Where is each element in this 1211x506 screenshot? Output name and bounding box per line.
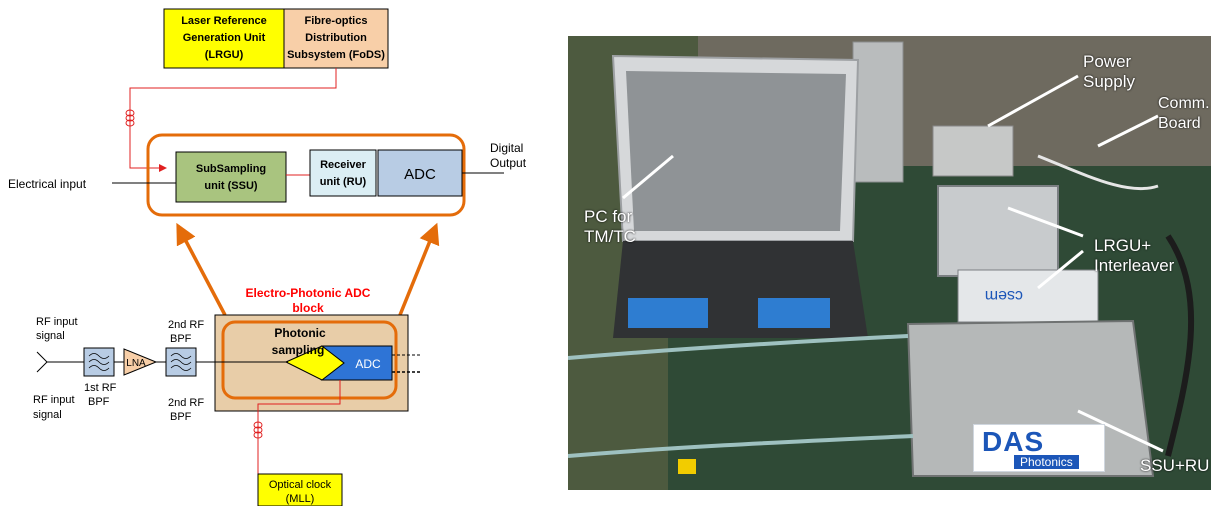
photo-scene: csem <box>568 36 1211 490</box>
ru-line-1: Receiver <box>320 159 367 171</box>
fods-line-3: Subsystem (FoDS) <box>287 49 385 61</box>
electrical-input-label: Electrical input <box>8 177 87 191</box>
first-bpf-icon <box>83 347 115 377</box>
digital-output-line-2: Output <box>490 156 527 170</box>
optical-clock-box: Optical clock (MLL) <box>257 473 343 506</box>
adc-label: ADC <box>404 166 436 183</box>
ssu-ru-label: SSU+RU <box>1140 456 1210 475</box>
photonic-sampling-line-2: sampling <box>272 343 325 357</box>
lrgu-line-2: Generation Unit <box>183 32 266 44</box>
rf-chain: RF input signal LNA 2nd RF BPF 1st RF BP… <box>33 316 288 423</box>
second-bpf-icon <box>165 347 197 377</box>
pc-label: PC for TM/TC <box>584 207 636 247</box>
ru-line-2: unit (RU) <box>320 176 367 188</box>
lrgu-interleaver-unit <box>937 185 1059 277</box>
instrument-panel <box>852 41 904 183</box>
ssu-line-2: unit (SSU) <box>204 180 257 192</box>
power-supply-line-2: Supply <box>1083 72 1135 91</box>
second-bpf-bottom-line-1: 2nd RF <box>168 397 204 409</box>
lrgu-interleaver-line-2: Interleaver <box>1094 256 1175 275</box>
rf-input-bottom-line-2: signal <box>33 409 62 421</box>
caution-sticker <box>678 459 696 474</box>
lna-amplifier-icon: LNA <box>123 348 158 376</box>
ssu-line-1: SubSampling <box>196 163 266 175</box>
pc-line-2: TM/TC <box>584 227 636 246</box>
second-bpf-top-line-1: 2nd RF <box>168 319 204 331</box>
lrgu-interleaver-line-1: LRGU+ <box>1094 236 1152 255</box>
adc-box: ADC <box>377 149 463 197</box>
photonic-sampling-outline <box>221 320 398 400</box>
fiber-coil-icon <box>253 421 263 439</box>
power-supply-label: Power Supply <box>1083 52 1135 92</box>
fods-line-1: Fibre-optics <box>305 15 368 27</box>
comm-board-label: Comm. Board <box>1158 94 1210 134</box>
lna-label: LNA <box>126 358 146 369</box>
adc-system-outline <box>146 133 466 217</box>
das-logo-sub: Photonics <box>1014 455 1079 469</box>
ssu-box: SubSampling unit (SSU) <box>175 151 287 203</box>
fods-line-2: Distribution <box>305 32 367 44</box>
optical-clock-fiber <box>253 380 341 474</box>
zoom-arrow-right <box>398 222 440 316</box>
second-bpf-top-line-2: BPF <box>170 333 192 345</box>
zoom-arrow-left <box>176 222 227 316</box>
laptop-sticker-2 <box>758 298 830 328</box>
comm-board-line-2: Board <box>1158 115 1201 132</box>
inner-adc-shape <box>320 345 393 381</box>
inner-adc-label: ADC <box>355 357 381 371</box>
das-logo-main: DAS <box>982 426 1045 457</box>
optical-clock-line-1: Optical clock <box>269 479 332 491</box>
csem-unit <box>957 269 1099 323</box>
rf-input-top-line-1: RF input <box>36 316 78 328</box>
power-supply-line-1: Power <box>1083 52 1132 71</box>
fiber-coil-icon <box>125 109 135 127</box>
first-bpf-line-2: BPF <box>88 396 110 408</box>
test-setup-photo: csem Power Supply Comm. Board PC for TM/… <box>568 36 1211 490</box>
laptop-sticker-1 <box>628 298 708 328</box>
lrgu-line-3: (LRGU) <box>205 49 244 61</box>
lrgu-interleaver-label: LRGU+ Interleaver <box>1094 236 1174 276</box>
fods-box: Fibre-optics Distribution Subsystem (FoD… <box>283 8 389 69</box>
das-photonics-logo: DAS Photonics <box>973 424 1105 472</box>
csem-logo-text: csem <box>985 287 1023 304</box>
power-supply-unit <box>932 125 1014 177</box>
second-bpf-bottom-line-2: BPF <box>170 411 192 423</box>
lrgu-line-1: Laser Reference <box>181 15 267 27</box>
photo-arrows <box>622 74 1164 453</box>
ru-box: Receiver unit (RU) <box>309 149 377 197</box>
first-bpf-line-1: 1st RF <box>84 382 117 394</box>
optical-clock-line-2: (MLL) <box>286 493 315 505</box>
rf-input-bottom-line-1: RF input <box>33 394 75 406</box>
rf-input-top-line-2: signal <box>36 330 65 342</box>
block-title-line-2: block <box>292 301 324 315</box>
antenna-icon <box>36 351 48 373</box>
fods-to-ssu-fiber <box>125 68 337 172</box>
photonic-sampling-line-1: Photonic <box>274 326 326 340</box>
pc-line-1: PC for <box>584 207 633 226</box>
block-title-line-1: Electro-Photonic ADC <box>246 286 371 300</box>
lrgu-box: Laser Reference Generation Unit (LRGU) <box>163 8 285 69</box>
electro-photonic-adc-diagram: Laser Reference Generation Unit (LRGU) F… <box>8 8 527 506</box>
digital-output-line-1: Digital <box>490 141 523 155</box>
comm-board-line-1: Comm. <box>1158 95 1210 112</box>
